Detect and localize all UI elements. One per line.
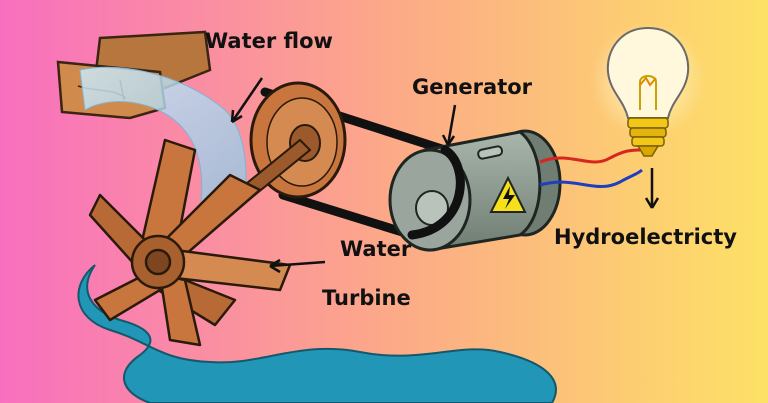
water-turbine	[88, 138, 292, 347]
turbine-arrow	[269, 258, 326, 274]
label-arrows	[230, 77, 660, 274]
label-generator: Generator	[412, 75, 533, 99]
water-pool	[77, 264, 557, 403]
hydroelectricity-arrow	[644, 168, 660, 209]
light-bulb-icon	[590, 22, 706, 157]
label-water: Water	[340, 237, 412, 261]
water-flow-arrow	[230, 77, 264, 124]
generator	[388, 129, 562, 252]
generator-arrow	[441, 104, 457, 146]
label-turbine: Turbine	[322, 286, 411, 310]
electrical-wires	[539, 148, 643, 188]
label-hydroelectricity: Hydroelectricty	[554, 225, 737, 249]
drive-belt-front	[407, 145, 465, 240]
high-voltage-warning-icon	[489, 175, 527, 213]
label-water-flow: Water flow	[205, 29, 333, 53]
